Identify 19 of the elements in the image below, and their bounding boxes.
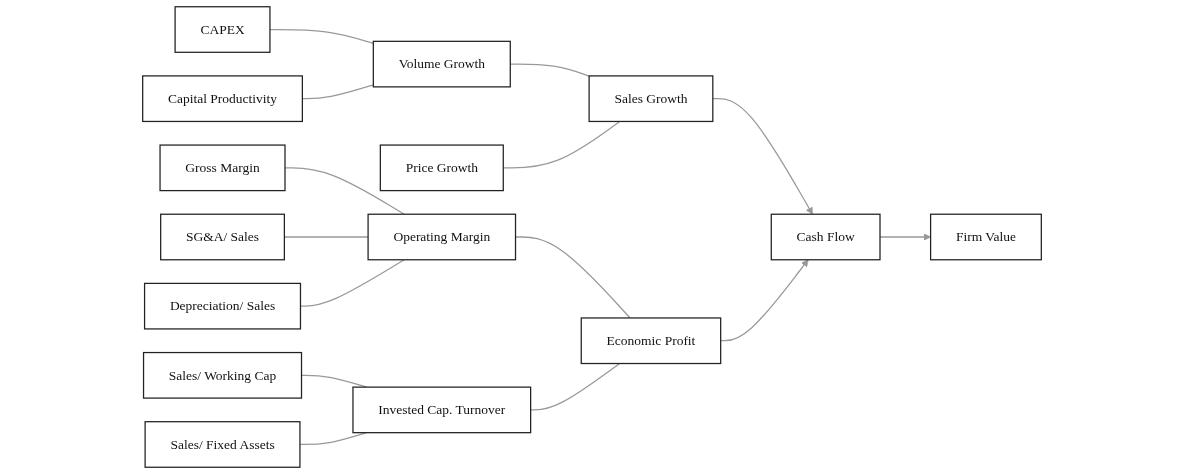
node-box: Price Growth: [379, 144, 504, 192]
arrow: [712, 98, 813, 215]
node-box: Cash Flow: [770, 213, 881, 261]
node-box: Economic Profit: [580, 317, 722, 365]
node-box: CAPEX: [174, 6, 271, 53]
arrow: [720, 259, 809, 342]
connector: [530, 362, 621, 411]
node-box: Sales Growth: [588, 75, 714, 123]
connector: [269, 28, 374, 44]
node-box: SG&A/ Sales: [160, 213, 285, 261]
node-box: Firm Value: [929, 213, 1042, 261]
node-box: Operating Margin: [367, 213, 517, 261]
node-box: Depreciation/ Sales: [143, 282, 302, 330]
node-box: Gross Margin: [159, 144, 286, 192]
node-box: Volume Growth: [372, 40, 511, 88]
node-box: Capital Productivity: [142, 75, 303, 123]
node-box: Sales/ Fixed Assets: [144, 421, 301, 468]
node-box: Sales/ Working Cap: [142, 351, 303, 399]
node-box: Invested Cap. Turnover: [352, 386, 532, 434]
